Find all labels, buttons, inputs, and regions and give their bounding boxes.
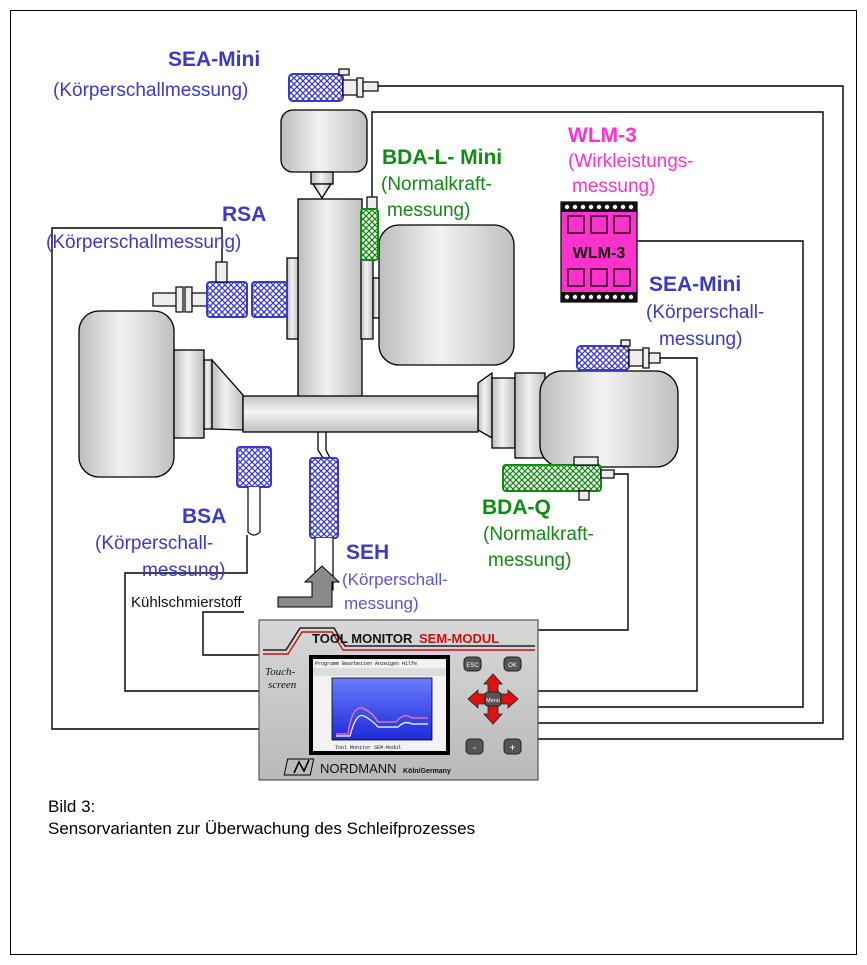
cable-sea-right	[537, 357, 698, 692]
menu-button-label: Menü	[486, 698, 500, 704]
label-bda-q-desc2: messung)	[488, 550, 571, 571]
label-bsa-desc2: messung)	[142, 560, 225, 581]
dpad-up-icon[interactable]	[483, 673, 503, 695]
sensor-sea-mini-right	[576, 339, 661, 371]
monitor-title-b: SEM-MODUL	[419, 631, 499, 646]
label-seh-name: SEH	[346, 541, 389, 564]
workpiece-shaft	[242, 395, 479, 459]
esc-button-label: ESC	[466, 663, 479, 669]
minus-button[interactable]: -	[465, 738, 484, 755]
label-sea-right-desc1: (Körperschall-	[646, 302, 764, 323]
label-bda-l-desc2: messung)	[387, 200, 470, 221]
caption-text: Sensorvarianten zur Überwachung des Schl…	[48, 819, 476, 838]
screen-menu-text: Programm Bearbeiten Anzeigen Hilfe	[315, 661, 417, 667]
label-sea-right-desc2: messung)	[659, 329, 742, 350]
coolant-label: Kühlschmierstoff	[131, 594, 242, 611]
coolant-arrow: Kühlschmierstoff	[131, 565, 341, 611]
label-bda-l-name: BDA-L- Mini	[382, 146, 502, 169]
plus-button-label: +	[510, 743, 516, 754]
cable-rsa	[51, 227, 260, 730]
label-seh-desc1: (Körperschall-	[342, 570, 448, 589]
monitor-screen[interactable]: Programm Bearbeiten Anzeigen Hilfe Tool …	[309, 655, 450, 755]
monitor-title-a: TOOL MONITOR	[312, 631, 413, 646]
headstock-right	[477, 370, 679, 468]
cable-wlm	[537, 240, 804, 708]
ok-button[interactable]: OK	[503, 656, 522, 672]
label-wlm-desc2: messung)	[572, 176, 655, 197]
label-bsa-desc1: (Körperschall-	[95, 533, 213, 554]
dpad[interactable]: Menü	[467, 673, 519, 725]
label-rsa-name: RSA	[222, 203, 266, 226]
signal-cables	[51, 85, 844, 740]
sensor-rsa	[152, 261, 288, 318]
sensor-bda-q	[502, 456, 615, 501]
screen-footer-text: Tool Monitor SEM-Modul	[335, 745, 401, 751]
cable-bsa	[124, 535, 260, 692]
brand-name: NORDMANN	[320, 761, 397, 776]
label-wlm-name: WLM-3	[568, 124, 637, 147]
dpad-down-icon[interactable]	[483, 703, 503, 725]
wlm3-chip-label: WLM-3	[573, 245, 626, 262]
wlm3-power-module: WLM-3	[560, 201, 638, 303]
label-bsa-name: BSA	[182, 505, 226, 528]
label-bda-l-desc1: (Normalkraft-	[381, 174, 492, 195]
label-sea-right-name: SEA-Mini	[649, 273, 741, 296]
label-rsa-desc: (Körperschallmessung)	[46, 232, 241, 253]
figure-frame	[10, 10, 857, 955]
label-wlm-desc1: (Wirkleistungs-	[568, 151, 694, 172]
esc-button[interactable]: ESC	[463, 656, 482, 672]
cable-bda-q	[537, 473, 629, 631]
label-bda-q-name: BDA-Q	[482, 496, 551, 519]
ok-button-label: OK	[508, 663, 517, 669]
sensor-sea-mini-top	[288, 68, 379, 102]
minus-button-label: -	[473, 743, 476, 754]
touchscreen-label-2: screen	[268, 679, 297, 691]
cable-sea-top	[378, 85, 844, 740]
plus-button[interactable]: +	[503, 738, 522, 755]
tool-monitor-device: TOOL MONITOR SEM-MODUL Touch- screen Pro…	[258, 619, 539, 781]
menu-button[interactable]	[484, 691, 502, 707]
sensor-labels: SEA-Mini (Körperschallmessung) BDA-L- Mi…	[46, 48, 764, 613]
cable-bda-l	[371, 111, 824, 724]
cable-seh	[202, 611, 260, 656]
caption-number: Bild 3:	[48, 797, 96, 816]
label-sea-top-desc: (Körperschallmessung)	[53, 80, 248, 101]
label-bda-q-desc1: (Normalkraft-	[483, 524, 594, 545]
touchscreen-label-1: Touch-	[265, 666, 295, 678]
nordmann-logo-icon	[283, 758, 315, 776]
sensor-bsa	[236, 446, 272, 536]
brand-location: Köln/Germany	[403, 768, 451, 775]
label-sea-top-name: SEA-Mini	[168, 48, 260, 71]
dpad-right-icon[interactable]	[499, 689, 519, 709]
dpad-left-icon[interactable]	[467, 689, 487, 709]
label-seh-desc2: messung)	[344, 594, 419, 613]
grinding-spindle	[280, 109, 515, 401]
headstock-left	[78, 310, 244, 478]
sensor-bda-l-mini	[360, 196, 379, 261]
